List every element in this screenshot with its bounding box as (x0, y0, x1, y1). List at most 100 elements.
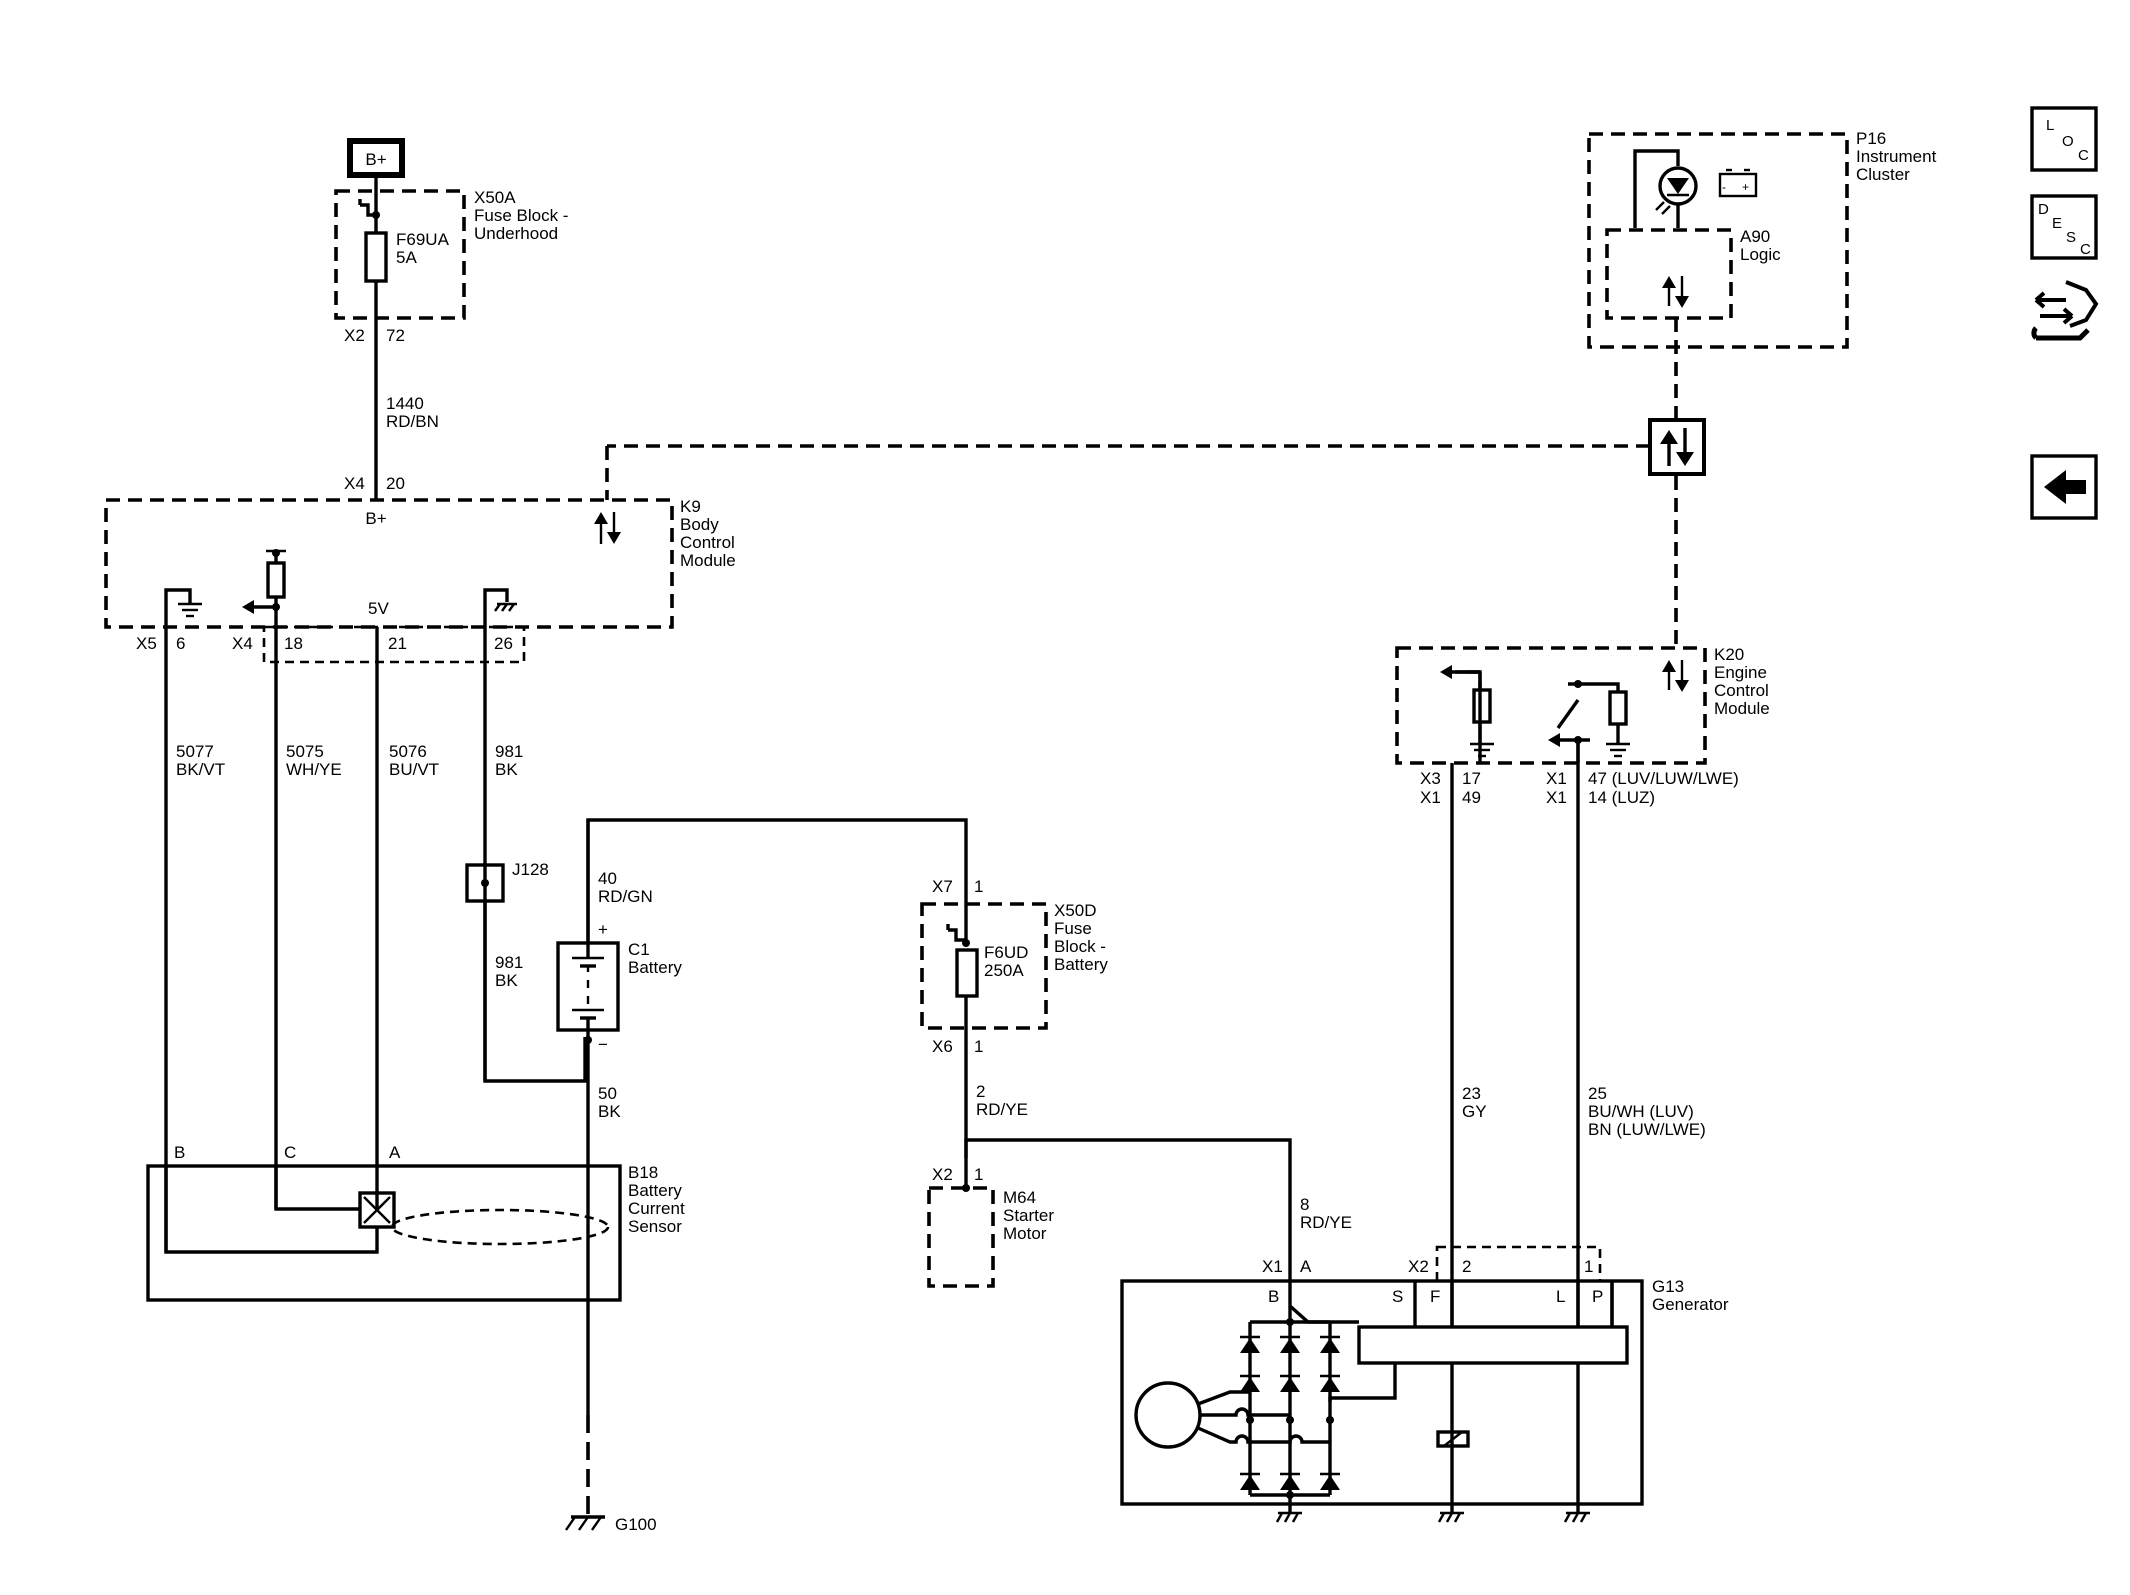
pullup-resistor-icon (266, 561, 286, 599)
g13-pin-2: 2 (1462, 1257, 1471, 1276)
wire-50-color: BK (598, 1102, 621, 1121)
k9-conn-x4: X4 (232, 634, 253, 653)
c1-plus: + (598, 920, 608, 939)
m64-pin: 1 (974, 1165, 983, 1184)
x50d-pin-bot: 1 (974, 1037, 983, 1056)
wire-5077-circuit: 5077 (176, 742, 214, 761)
connector-wrench-icon (2031, 280, 2099, 341)
k9-bplus: B+ (365, 509, 386, 528)
p16-desc1: Instrument (1856, 147, 1937, 166)
c1-name: C1 (628, 940, 650, 959)
wire-25-color1: BU/WH (LUV) (1588, 1102, 1694, 1121)
p16-desc2: Cluster (1856, 165, 1910, 184)
f6ud-name: F6UD (984, 943, 1028, 962)
serial-data-arrows-icon (594, 512, 621, 544)
wire-40 (586, 818, 968, 943)
x50d-conn-top: X7 (932, 877, 953, 896)
x50a-desc2: Underhood (474, 224, 558, 243)
j128-splice: J128 (465, 860, 549, 903)
b18-desc1: Battery (628, 1181, 682, 1200)
k20-conn-a1: X3 (1420, 769, 1441, 788)
b18-pin-b: B (174, 1143, 185, 1162)
g100-ground-icon (565, 1515, 605, 1531)
g13-conn-x1: X1 (1262, 1257, 1283, 1276)
wire-1440-circuit: 1440 (386, 394, 424, 413)
x50d-desc3: Battery (1054, 955, 1108, 974)
wire-23-color: GY (1462, 1102, 1487, 1121)
k9-name: K9 (680, 497, 701, 516)
j128-name: J128 (512, 860, 549, 879)
wire-1440-color: RD/BN (386, 412, 439, 431)
wire-40-circuit: 40 (598, 869, 617, 888)
g13-term-f: F (1430, 1287, 1440, 1306)
p16-name: P16 (1856, 129, 1886, 148)
k20-desc3: Module (1714, 699, 1770, 718)
k20-engine-control-module: K20 Engine Control Module (1395, 645, 1770, 765)
loc-letter-l: L (2046, 117, 2054, 134)
x50a-fuse-block: X50A Fuse Block - Underhood F69UA 5A X2 … (334, 188, 568, 345)
b18-desc2: Current (628, 1199, 685, 1218)
serial-data-gateway-icon (1648, 418, 1706, 476)
m64-desc1: Starter (1003, 1206, 1054, 1225)
desc-letter-d: D (2038, 201, 2049, 218)
k9-pin-21: 21 (388, 634, 407, 653)
a90-name: A90 (1740, 227, 1770, 246)
k20-conn-b1: X1 (1546, 769, 1567, 788)
x50d-fuse-block: X7 1 X50D Fuse Block - Battery F6UD 250A… (920, 877, 1108, 1158)
k20-pin-b1: 47 (LUV/LUW/LWE) (1588, 769, 1739, 788)
description-button[interactable]: D E S C (2030, 194, 2098, 260)
g13-pin-a: A (1300, 1257, 1312, 1276)
wire-40-color: RD/GN (598, 887, 653, 906)
k20-conn-a2: X1 (1420, 788, 1441, 807)
back-arrow-icon (2044, 470, 2086, 504)
k9-desc1: Body (680, 515, 719, 534)
x50d-conn-bot: X6 (932, 1037, 953, 1056)
back-button[interactable] (2030, 454, 2098, 520)
g13-desc: Generator (1652, 1295, 1729, 1314)
k9-pin-6: 6 (176, 634, 185, 653)
k20-pin-b2: 14 (LUZ) (1588, 788, 1655, 807)
m64-desc2: Motor (1003, 1224, 1047, 1243)
k9-5v: 5V (368, 599, 389, 618)
wire-981b-circuit: 981 (495, 953, 523, 972)
c1-desc: Battery (628, 958, 682, 977)
x50a-name: X50A (474, 188, 516, 207)
x50a-conn: X2 (344, 326, 365, 345)
g100-name: G100 (615, 1515, 657, 1534)
wire-5075-circuit: 5075 (286, 742, 324, 761)
a90-serial-data-icon (1662, 276, 1689, 308)
k20-resistor-icon (1472, 688, 1492, 724)
wire-5076-circuit: 5076 (389, 742, 427, 761)
k9-desc3: Module (680, 551, 736, 570)
connector-tool-button[interactable] (2031, 280, 2099, 341)
svg-text:+: + (1742, 180, 1749, 194)
g13-term-p: P (1592, 1287, 1603, 1306)
x50d-pin-top: 1 (974, 877, 983, 896)
g13-generator: X1 A X2 2 1 G13 Generator B S F L P (1120, 1245, 1729, 1523)
k20-pullup-icon (1608, 690, 1628, 726)
wire-2-color: RD/YE (976, 1100, 1028, 1119)
desc-letter-s: S (2066, 229, 2076, 246)
k9-conn-x5: X5 (136, 634, 157, 653)
wire-5075-color: WH/YE (286, 760, 342, 779)
b18-pin-c: C (284, 1143, 296, 1162)
loc-letter-o: O (2062, 133, 2074, 150)
wire-5076-color: BU/VT (389, 760, 439, 779)
f69ua-rating: 5A (396, 248, 417, 267)
field-coil-icon (1436, 1430, 1470, 1448)
k20-desc1: Engine (1714, 663, 1767, 682)
wire-25-color2: BN (LUW/LWE) (1588, 1120, 1706, 1139)
f69ua-name: F69UA (396, 230, 450, 249)
current-sensor-icon (358, 1191, 396, 1229)
stator-icon (1134, 1381, 1202, 1449)
g13-term-l: L (1556, 1287, 1565, 1306)
loc-letter-c: C (2078, 147, 2089, 164)
fuse-f6ud-icon (955, 948, 979, 998)
location-button[interactable]: L O C (2030, 106, 2098, 172)
wire-981-color: BK (495, 760, 518, 779)
m64-name: M64 (1003, 1188, 1036, 1207)
bplus-label: B+ (365, 150, 386, 169)
wire-981b-color: BK (495, 971, 518, 990)
k9-pin-26: 26 (494, 634, 513, 653)
